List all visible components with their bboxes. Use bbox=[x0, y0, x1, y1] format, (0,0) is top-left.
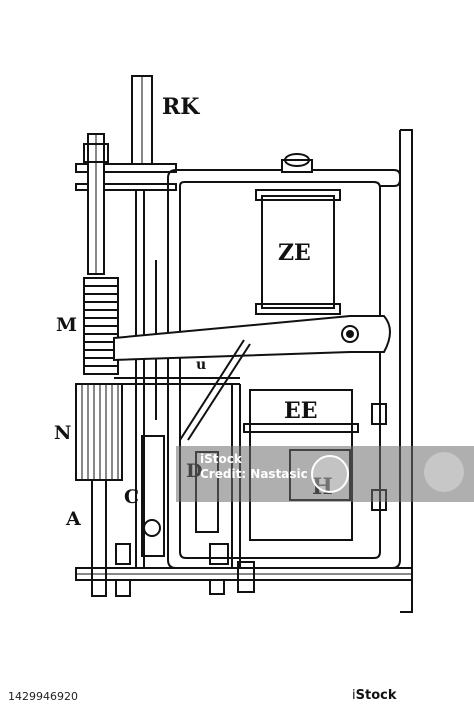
watermark-brand: iStock bbox=[200, 452, 242, 466]
label-ee: EE bbox=[284, 398, 318, 424]
frame-right-inner bbox=[380, 130, 401, 187]
n-cylinder bbox=[75, 383, 123, 481]
istock-logo: iStock bbox=[352, 688, 397, 703]
istock-logo-word: Stock bbox=[355, 688, 397, 703]
label-rk: RK bbox=[162, 94, 200, 120]
c-mechanism bbox=[141, 435, 165, 557]
label-n: N bbox=[54, 422, 72, 444]
label-c: C bbox=[124, 486, 140, 508]
istock-logo-prefix: i bbox=[352, 688, 356, 703]
footer-bar bbox=[0, 681, 474, 711]
ze-magnet bbox=[261, 195, 335, 309]
watermark-band bbox=[176, 446, 474, 502]
watermark-circle-icon bbox=[311, 455, 349, 493]
stock-id: 1429946920 bbox=[8, 690, 78, 703]
top-crossbar bbox=[75, 163, 177, 173]
watermark-text: iStock Credit: Nastasic bbox=[200, 452, 308, 482]
a-shaft bbox=[91, 479, 107, 597]
label-a: A bbox=[66, 508, 81, 530]
frame-right-outer bbox=[400, 129, 413, 613]
m-coil bbox=[83, 277, 119, 375]
label-m: M bbox=[56, 314, 78, 336]
main-lever bbox=[113, 315, 391, 362]
watermark-credit: Credit: Nastasic bbox=[200, 467, 308, 481]
label-u: u bbox=[196, 357, 207, 373]
watermark-circle-icon-2 bbox=[424, 452, 464, 492]
frame-inner bbox=[179, 181, 381, 559]
label-ze: ZE bbox=[278, 240, 311, 266]
